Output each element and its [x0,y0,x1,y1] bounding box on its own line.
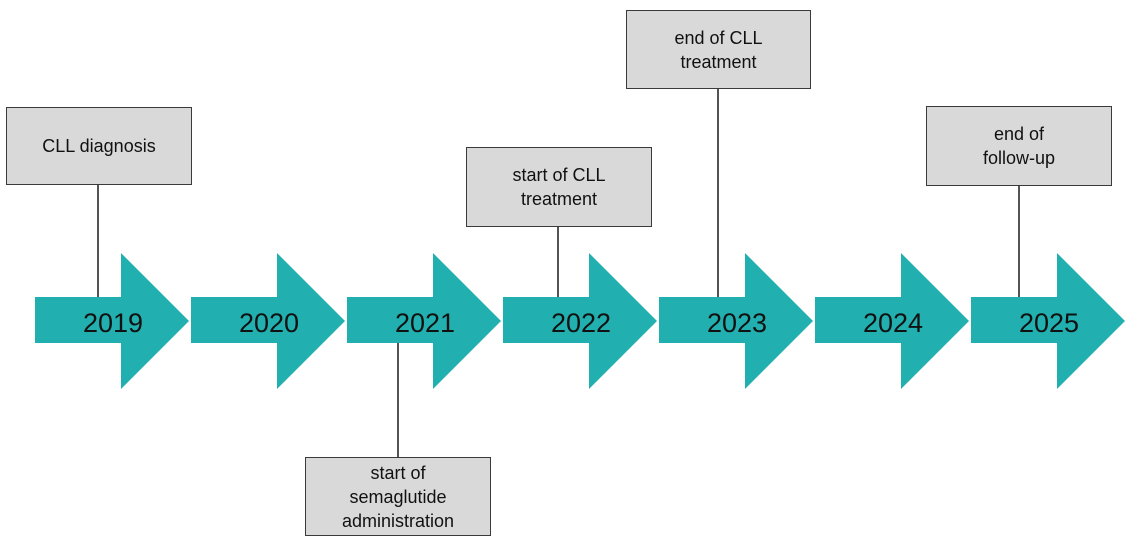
connector-lines [97,89,1020,457]
year-label-2023: 2023 [707,308,767,338]
year-arrow-2025 [971,253,1125,389]
event-label-cll-diagnosis: CLL diagnosis [42,136,156,156]
year-label-2020: 2020 [239,308,299,338]
event-box-start-semaglutide: start of semaglutide administration [305,457,491,536]
event-label-start-semaglutide: start of semaglutide administration [341,462,455,531]
event-box-start-cll-treatment: start of CLL treatment [466,147,652,227]
year-arrow-2022 [503,253,657,389]
year-arrow-2019 [35,253,189,389]
year-arrows: 2019 2020 2021 2022 2023 2024 2025 [35,253,1125,389]
event-box-cll-diagnosis: CLL diagnosis [6,107,192,185]
year-label-2019: 2019 [83,308,143,338]
year-label-2021: 2021 [395,308,455,338]
year-label-2025: 2025 [1019,308,1079,338]
year-label-2022: 2022 [551,308,611,338]
event-label-end-follow-up: end of follow-up [982,124,1056,168]
year-arrow-2024 [815,253,969,389]
event-label-end-cll-treatment: end of CLL treatment [674,27,763,72]
year-arrow-2021 [347,253,501,389]
event-box-end-follow-up: end of follow-up [926,106,1112,186]
year-label-2024: 2024 [863,308,923,338]
year-arrow-2020 [191,253,345,389]
year-arrow-2023 [659,253,813,389]
event-label-start-cll-treatment: start of CLL treatment [512,165,606,209]
event-box-end-cll-treatment: end of CLL treatment [626,10,811,89]
